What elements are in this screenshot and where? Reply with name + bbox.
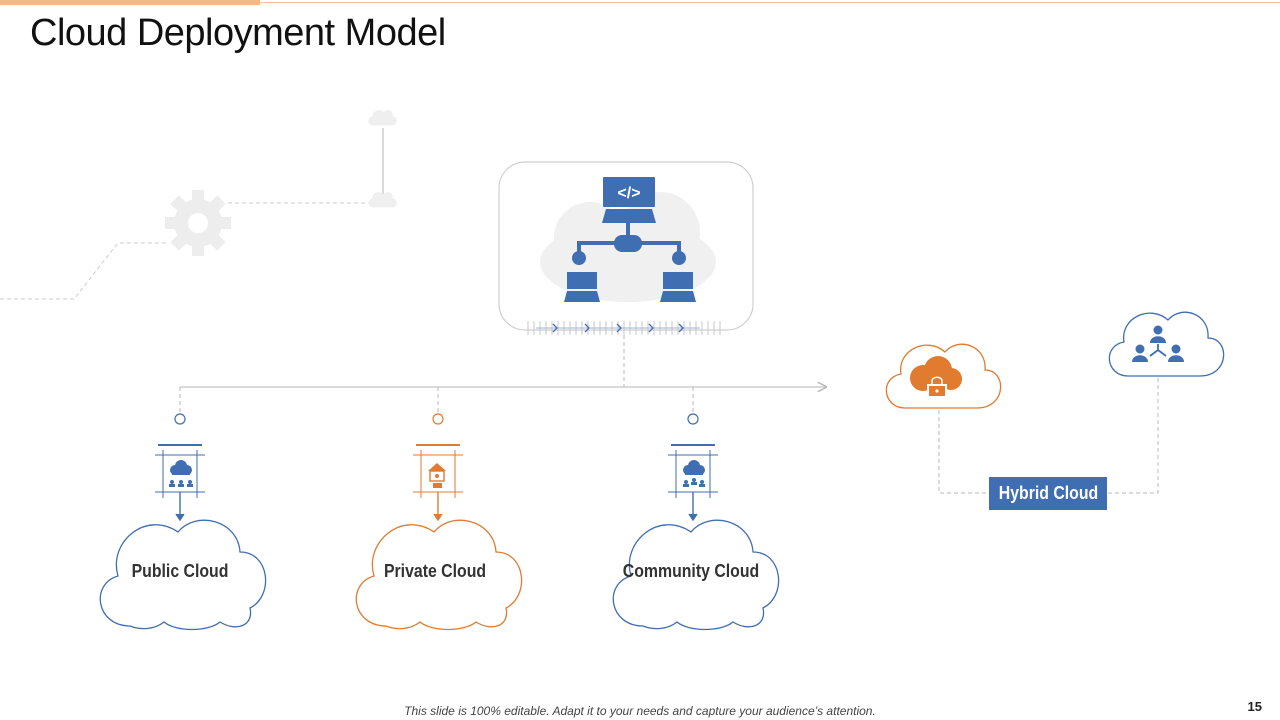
slide-footer: This slide is 100% editable. Adapt it to… xyxy=(404,704,876,718)
cloud-people-icon xyxy=(169,460,193,487)
community-cloud-icon-frame xyxy=(668,444,718,522)
public-cloud-label: Public Cloud xyxy=(131,561,229,581)
public-cloud-icon-frame xyxy=(155,444,205,522)
hybrid-cloud-label: Hybrid Cloud xyxy=(989,477,1107,510)
private-cloud-shape xyxy=(355,519,523,631)
cloud-community-icon xyxy=(683,460,705,487)
central-network-box: </> xyxy=(498,161,754,335)
cloud-users-icon xyxy=(1132,325,1184,362)
connectors xyxy=(174,335,1159,494)
private-cloud-icon-frame xyxy=(413,444,463,522)
page-number: 15 xyxy=(1247,699,1262,714)
private-cloud-label: Private Cloud xyxy=(383,561,487,581)
network-hierarchy-icon: </> xyxy=(564,177,696,302)
slide-title: Cloud Deployment Model xyxy=(30,12,446,54)
data-stream-strip xyxy=(527,321,721,335)
hybrid-left-cloud xyxy=(885,343,1002,409)
community-cloud-label: Community Cloud xyxy=(622,561,760,581)
private-building-icon xyxy=(428,463,446,488)
background-decoration xyxy=(0,110,397,300)
gear-icon xyxy=(165,190,231,256)
svg-text:</>: </> xyxy=(617,185,640,202)
cloud-lock-icon xyxy=(910,356,962,398)
cloud-icon xyxy=(368,110,397,126)
public-cloud-shape xyxy=(99,519,267,631)
cloud-icon xyxy=(368,192,397,208)
top-divider-line xyxy=(260,2,1280,3)
top-accent-bar xyxy=(0,0,260,5)
community-cloud-shape xyxy=(612,519,780,631)
hybrid-right-cloud xyxy=(1108,311,1225,377)
